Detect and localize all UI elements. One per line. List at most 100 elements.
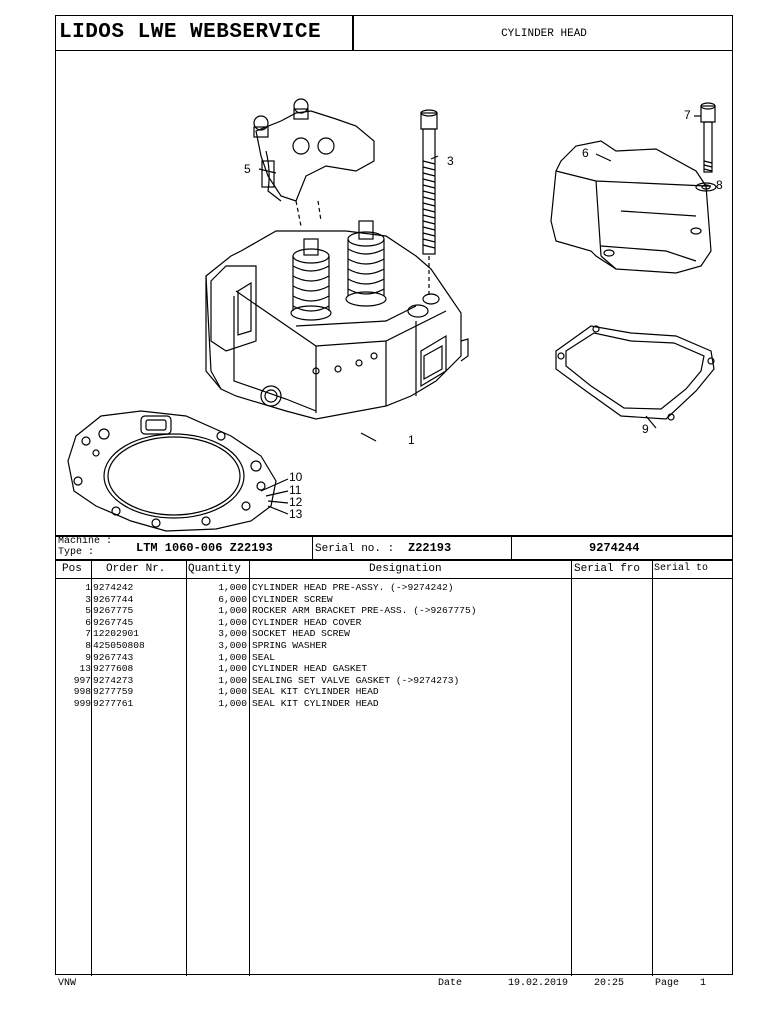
header-serial-to: Serial to — [654, 563, 709, 574]
row-quantity: 1,000 — [218, 616, 247, 628]
cylinder-screw-part — [420, 109, 438, 296]
section-title: CYLINDER HEAD — [501, 28, 587, 40]
cylinder-head-gasket-part — [67, 410, 277, 532]
row-quantity: 1,000 — [218, 674, 247, 686]
callout-7: 7 — [684, 108, 691, 122]
callout-6: 6 — [582, 146, 589, 160]
divider — [56, 559, 732, 561]
row-pos: 9 — [85, 651, 91, 663]
row-pos: 7 — [85, 628, 91, 640]
row-pos: 3 — [85, 593, 91, 605]
row-order-nr: 12202901 — [93, 628, 140, 640]
row-designation: SPRING WASHER — [252, 639, 327, 651]
header-designation: Designation — [369, 563, 442, 575]
machine-info-row: Machine : Type : LTM 1060-006 Z22193 Ser… — [56, 536, 732, 560]
row-designation: CYLINDER HEAD PRE-ASSY. (->9274242) — [252, 582, 454, 593]
row-designation: SEAL KIT CYLINDER HEAD — [252, 686, 379, 698]
callout-5: 5 — [244, 162, 251, 176]
row-quantity: 1,000 — [218, 697, 247, 709]
divider — [56, 535, 732, 537]
row-designation: SEAL — [252, 651, 276, 663]
row-quantity: 1,000 — [218, 582, 247, 593]
exploded-parts-drawing: 1 3 5 6 7 8 9 10 11 12 13 — [67, 98, 723, 532]
header-pos: Pos — [62, 563, 82, 575]
callout-3: 3 — [447, 154, 454, 168]
row-quantity: 6,000 — [218, 593, 247, 605]
serial-value: Z22193 — [408, 541, 452, 555]
row-pos: 13 — [79, 663, 91, 675]
row-order-nr: 9267775 — [93, 605, 134, 617]
row-designation: CYLINDER HEAD COVER — [252, 616, 362, 628]
date-value: 19.02.2019 — [508, 978, 569, 989]
row-pos: 1 — [85, 582, 91, 593]
row-order-nr: 9277608 — [93, 663, 134, 675]
row-pos: 998 — [73, 686, 91, 698]
row-order-nr: 9277759 — [93, 686, 134, 698]
divider — [312, 536, 313, 560]
callout-1: 1 — [408, 433, 415, 447]
row-order-nr: 9274242 — [93, 582, 134, 593]
row-pos: 997 — [73, 674, 91, 686]
footer-left: VNW — [58, 978, 77, 989]
page-label: Page — [655, 978, 680, 989]
row-order-nr: 9274273 — [93, 674, 134, 686]
header-serial-from: Serial fro — [574, 563, 641, 575]
row-designation: SOCKET HEAD SCREW — [252, 628, 350, 640]
row-quantity: 1,000 — [218, 686, 247, 698]
valve-spring-right — [345, 220, 387, 307]
cylinder-head-part — [205, 230, 469, 420]
row-order-nr: 9277761 — [93, 697, 134, 709]
header-quantity: Quantity — [188, 563, 241, 575]
type-label: Type : — [58, 547, 95, 558]
divider — [56, 578, 732, 579]
row-order-nr: 9267745 — [93, 616, 134, 628]
date-label: Date — [438, 978, 463, 989]
row-quantity: 3,000 — [218, 639, 247, 651]
divider — [511, 536, 512, 560]
header-order: Order Nr. — [106, 563, 166, 575]
callout-11: 11 — [289, 483, 302, 497]
spring-washer-part — [695, 182, 717, 192]
row-quantity: 1,000 — [218, 663, 247, 675]
callout-9: 9 — [642, 422, 649, 436]
time-value: 20:25 — [594, 978, 625, 989]
cylinder-head-cover-part — [550, 140, 712, 274]
row-designation: ROCKER ARM BRACKET PRE-ASS. (->9267775) — [252, 605, 477, 617]
row-designation: CYLINDER SCREW — [252, 593, 333, 605]
seal-part — [555, 325, 715, 421]
callout-12: 12 — [289, 495, 303, 509]
callout-8: 8 — [716, 178, 723, 192]
row-quantity: 1,000 — [218, 651, 247, 663]
column-line — [186, 560, 187, 976]
column-line — [571, 560, 572, 976]
row-pos: 5 — [85, 605, 91, 617]
valve-spring-left — [290, 238, 332, 321]
row-order-nr: 425050808 — [93, 639, 145, 651]
page-title: LIDOS LWE WEBSERVICE — [59, 21, 322, 44]
document-frame: LIDOS LWE WEBSERVICE CYLINDER HEAD — [55, 15, 733, 976]
row-pos: 6 — [85, 616, 91, 628]
column-line — [652, 560, 653, 976]
machine-label: Machine : — [58, 536, 113, 547]
row-designation: SEALING SET VALVE GASKET (->9274273) — [252, 674, 460, 686]
rocker-arm-bracket-part — [253, 98, 375, 227]
title-cell: LIDOS LWE WEBSERVICE — [56, 16, 354, 50]
row-pos: 999 — [73, 697, 91, 709]
callout-10: 10 — [289, 470, 303, 484]
row-quantity: 3,000 — [218, 628, 247, 640]
divider — [56, 50, 732, 51]
row-pos: 8 — [85, 639, 91, 651]
row-designation: SEAL KIT CYLINDER HEAD — [252, 697, 379, 709]
page-number: 1 — [700, 978, 707, 989]
